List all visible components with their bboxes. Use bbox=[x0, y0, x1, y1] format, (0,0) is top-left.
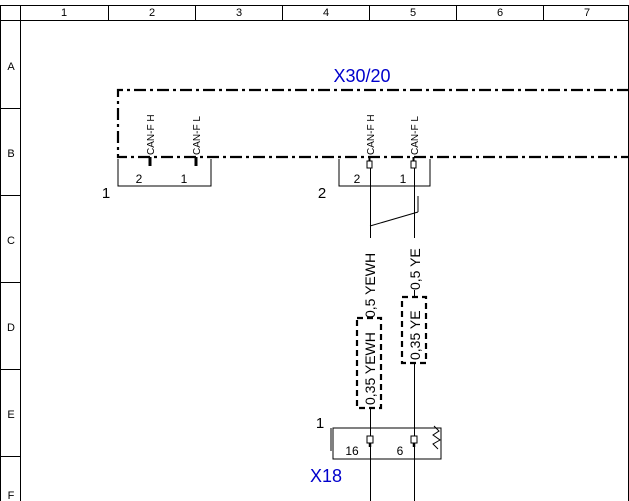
wire-label-right-upper: 0,5 YE bbox=[407, 248, 423, 290]
twisted-pair-marker bbox=[369, 211, 419, 227]
column-labels: 1 2 3 4 5 6 7 bbox=[61, 7, 590, 19]
column-label-4: 4 bbox=[323, 7, 329, 19]
column-label-7: 7 bbox=[584, 7, 590, 19]
wire-reducer-box-right bbox=[400, 295, 428, 365]
wire-label-left-lower: 0,35 YEWH bbox=[362, 332, 378, 405]
component-boundary bbox=[116, 88, 629, 159]
pin-number: 2 bbox=[354, 172, 361, 186]
row-label-a: A bbox=[7, 61, 15, 73]
pin-socket bbox=[366, 435, 374, 444]
pin-number: 1 bbox=[181, 172, 188, 186]
column-label-1: 1 bbox=[61, 7, 67, 19]
connector-housing bbox=[332, 427, 442, 460]
wire-label-left-upper: 0,5 YEWH bbox=[362, 253, 378, 318]
pin-signal-can-f-l: CAN-F L bbox=[192, 116, 203, 155]
wire-reducer-box-left bbox=[355, 316, 383, 410]
pin-signal-can-f-h: CAN-F H bbox=[366, 114, 377, 155]
connector-break-mark bbox=[432, 425, 441, 450]
row-label-d: D bbox=[7, 322, 15, 334]
connector-housing bbox=[117, 159, 212, 187]
component-title: X30/20 bbox=[333, 66, 390, 86]
pin-socket bbox=[366, 160, 373, 169]
component-x30-20: X30/20 bbox=[116, 66, 629, 159]
wires: 0,5 YEWH 0,5 YE 0,35 YEWH 0,35 YE bbox=[355, 168, 428, 436]
pin-number: 1 bbox=[400, 172, 407, 186]
connector-index: 2 bbox=[318, 185, 326, 202]
connector-housing bbox=[338, 159, 431, 187]
drawing-border bbox=[0, 5, 629, 501]
pin-number: 6 bbox=[397, 444, 404, 458]
column-label-3: 3 bbox=[236, 7, 242, 19]
column-label-6: 6 bbox=[497, 7, 503, 19]
pin-socket bbox=[410, 160, 417, 169]
connector-index: 1 bbox=[102, 185, 110, 202]
pin-signal-can-f-h: CAN-F H bbox=[146, 114, 157, 155]
pin-socket bbox=[410, 435, 418, 444]
wire-label-right-lower: 0,35 YE bbox=[407, 310, 423, 360]
connector-title: X18 bbox=[310, 466, 342, 486]
pin-number: 2 bbox=[136, 172, 143, 186]
row-labels: A B C D E F bbox=[7, 61, 15, 501]
row-label-b: B bbox=[7, 148, 14, 160]
row-label-c: C bbox=[7, 235, 15, 247]
column-label-5: 5 bbox=[410, 7, 416, 19]
row-label-e: E bbox=[7, 409, 14, 421]
column-label-2: 2 bbox=[149, 7, 155, 19]
connector-2: CAN-F H CAN-F L 2 1 2 bbox=[318, 114, 431, 202]
connector-index: 1 bbox=[316, 415, 324, 432]
connector-1: CAN-F H CAN-F L 2 1 1 bbox=[102, 114, 212, 202]
connector-x18: 1 16 6 X18 bbox=[310, 415, 442, 501]
pin-number: 16 bbox=[345, 444, 359, 458]
pin-signal-can-f-l: CAN-F L bbox=[410, 116, 421, 155]
row-label-f: F bbox=[8, 490, 15, 501]
